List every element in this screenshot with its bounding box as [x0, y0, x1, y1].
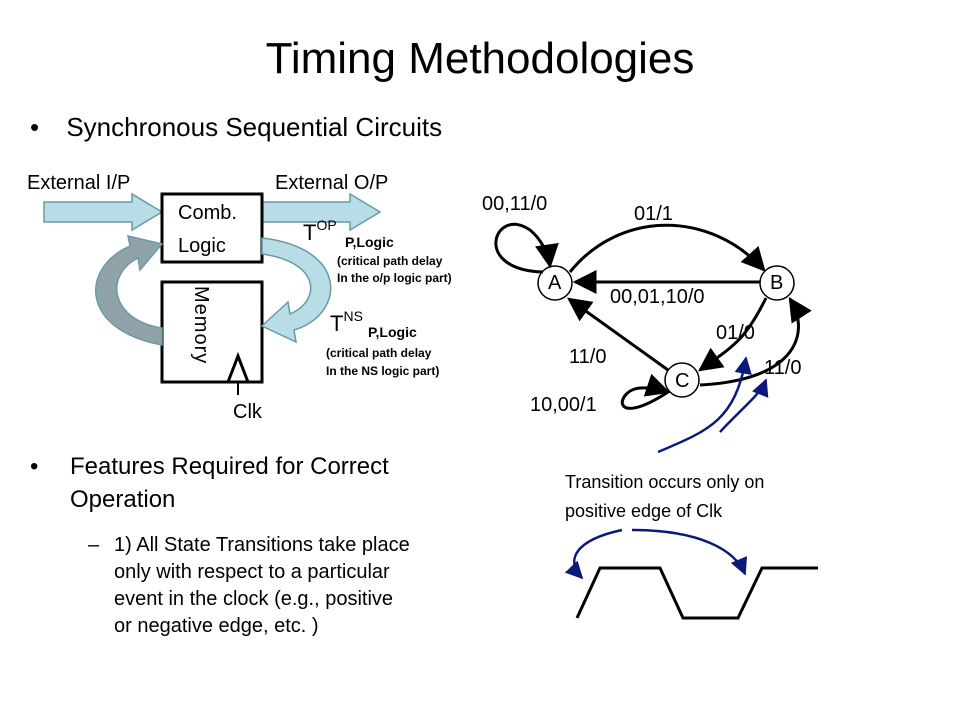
- features-line2: Operation: [70, 486, 176, 513]
- label-b-to-c: 01/0: [716, 322, 755, 344]
- bullet-dot: •: [30, 112, 40, 142]
- transition-note-line2: positive edge of Clk: [565, 501, 723, 521]
- transition-a-to-b: [568, 223, 766, 273]
- transition-note: Transition occurs only on positive edge …: [565, 468, 764, 526]
- label-c-to-a: 11/0: [569, 346, 607, 368]
- features-line1: Features Required for Correct: [70, 453, 389, 480]
- state-c-label: C: [675, 370, 690, 392]
- clk-label: Clk: [233, 401, 262, 423]
- bullet-features: • Features Required for Correct Operatio…: [30, 450, 389, 516]
- t-ns-subscript: P,Logic: [368, 324, 417, 340]
- external-output-label: External O/P: [275, 172, 389, 194]
- pointer-to-clock-edge-left: [564, 528, 623, 580]
- t-op-note-line2: In the o/p logic part): [337, 271, 452, 285]
- state-a-label: A: [548, 272, 562, 294]
- transition-c-to-a: [567, 297, 669, 372]
- page-title: Timing Methodologies: [265, 34, 695, 83]
- comb-to-memory-arrow: [260, 237, 332, 344]
- sub1-line4: or negative edge, etc. ): [114, 615, 319, 637]
- sub1-line3: event in the clock (e.g., positive: [114, 588, 394, 610]
- t-ns-superscript: NS: [343, 308, 363, 324]
- transition-b-to-c: [698, 297, 768, 372]
- t-ns-note-line2: In the NS logic part): [326, 364, 440, 378]
- label-c-self: 10,00/1: [530, 394, 597, 416]
- sub-bullet-dash: –: [88, 534, 100, 556]
- transition-a-self: [494, 222, 559, 274]
- t-ns-t: T: [330, 311, 344, 336]
- t-op-note-line1: (critical path delay: [337, 254, 443, 268]
- comb-logic-label-line1: Comb.: [178, 202, 237, 224]
- transition-c-self: [620, 373, 671, 410]
- sub1-line1: 1) All State Transitions take place: [114, 534, 410, 556]
- bullet-dot: •: [30, 453, 39, 480]
- transition-note-line1: Transition occurs only on: [565, 472, 765, 492]
- external-input-label: External I/P: [27, 172, 131, 194]
- bullet-text: Synchronous Sequential Circuits: [66, 112, 443, 142]
- memory-label: Memory: [177, 286, 212, 408]
- label-a-to-b: 01/1: [634, 203, 673, 225]
- label-b-to-a: 00,01,10/0: [610, 286, 705, 308]
- external-input-arrow: [43, 192, 164, 232]
- label-a-self: 00,11/0: [482, 193, 548, 215]
- sub1-line2: only with respect to a particular: [114, 561, 390, 583]
- t-op-subscript: P,Logic: [345, 234, 394, 250]
- memory-to-comb-arrow: [95, 235, 164, 346]
- t-ns-label: TNS: [330, 308, 363, 337]
- pointer-to-b-c-arc: [657, 356, 752, 454]
- clock-waveform: [575, 566, 818, 620]
- transition-c-to-b: [699, 296, 812, 387]
- clock-edge-symbol: [226, 351, 250, 383]
- comb-logic-box: [160, 192, 264, 264]
- t-ns-note-line1: (critical path delay: [326, 346, 432, 360]
- bullet-synchronous: • Synchronous Sequential Circuits: [30, 112, 442, 143]
- external-output-arrow: [261, 192, 382, 232]
- sub-bullet-1: – 1) All State Transitions take place on…: [88, 532, 410, 640]
- label-c-to-b: 11/0: [764, 357, 802, 379]
- pointer-to-clock-edge-right: [631, 528, 748, 576]
- state-b-label: B: [770, 272, 784, 294]
- t-op-t: T: [303, 220, 317, 245]
- t-op-label: TOP: [303, 217, 337, 246]
- comb-logic-label-line2: Logic: [178, 235, 226, 257]
- pointer-to-c-b-arc: [719, 378, 769, 433]
- memory-label-text: Memory: [190, 286, 212, 365]
- memory-box: [160, 280, 264, 384]
- t-op-superscript: OP: [316, 217, 337, 233]
